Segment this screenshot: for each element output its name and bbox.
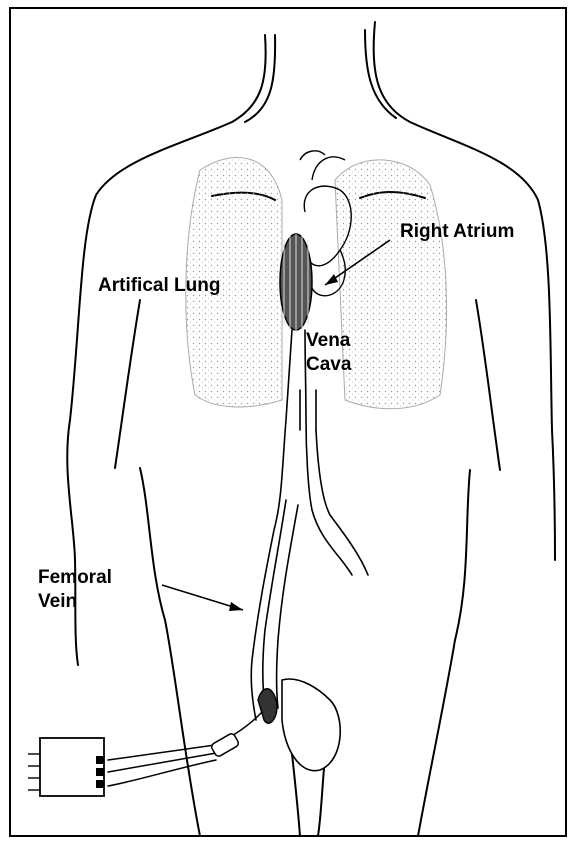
femoral-vein-arrow: [162, 585, 243, 611]
connector-block: [28, 738, 104, 796]
vena-cava-label: Vena Cava: [306, 329, 351, 377]
cannula-tubing: [108, 712, 262, 786]
access-site: [258, 679, 340, 771]
right-atrium-label: Right Atrium: [400, 220, 514, 244]
artificial-lung-device: [280, 234, 312, 332]
artificial-lung-label: Artifical Lung: [98, 274, 220, 298]
femoral-vein-label: Femoral Vein: [38, 566, 112, 614]
